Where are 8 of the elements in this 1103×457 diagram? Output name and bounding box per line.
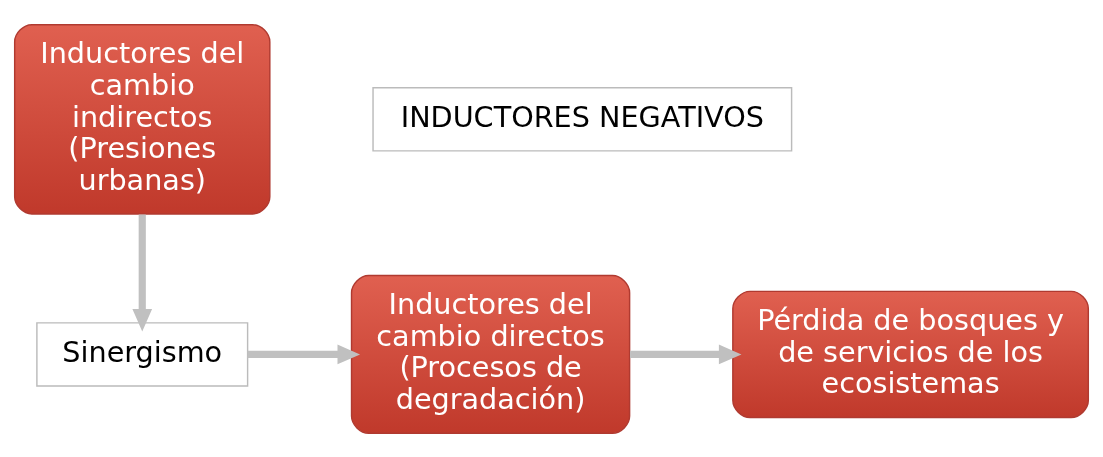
arrow <box>247 344 361 364</box>
node-box: Pérdida de bosques y de servicios de los ecosistemas <box>732 290 1090 418</box>
node-box: Inductores del cambio indirectos (Presiones urbanas) <box>13 23 271 215</box>
node-box: INDUCTORES NEGATIVOS <box>372 86 793 152</box>
node-box: Inductores del cambio directos (Procesos de degradación) <box>350 274 631 434</box>
node-box: Sinergismo <box>36 321 249 387</box>
arrow <box>132 214 153 331</box>
arrow <box>630 344 742 364</box>
